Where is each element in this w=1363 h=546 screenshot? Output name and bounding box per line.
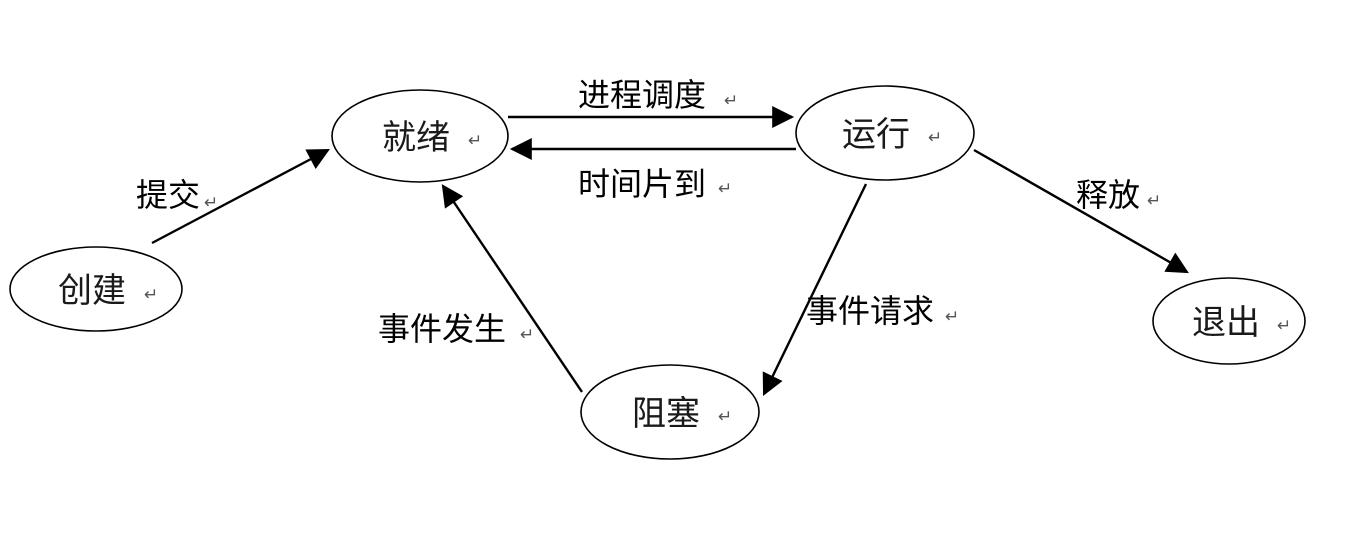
state-create-label: 创建 xyxy=(58,271,126,311)
paragraph-mark: ↵ xyxy=(718,407,732,427)
paragraph-mark: ↵ xyxy=(1147,191,1161,211)
paragraph-mark: ↵ xyxy=(1277,316,1291,336)
paragraph-mark: ↵ xyxy=(928,128,942,148)
state-ready: 就绪 ↵ xyxy=(331,89,509,183)
paragraph-mark: ↵ xyxy=(724,91,738,111)
edge-submit xyxy=(151,148,330,245)
label-dispatch: 进程调度 xyxy=(578,76,706,114)
paragraph-mark: ↵ xyxy=(718,179,732,199)
edge-event-request xyxy=(762,183,868,396)
paragraph-mark: ↵ xyxy=(520,325,534,345)
state-blocked-label: 阻塞 xyxy=(632,394,700,434)
label-event-request: 事件请求 xyxy=(806,292,934,330)
edge-event-occur xyxy=(441,184,583,393)
state-ready-label: 就绪 xyxy=(382,118,450,158)
state-running: 运行 ↵ xyxy=(795,85,975,181)
label-timeout: 时间片到 xyxy=(578,165,706,203)
paragraph-mark: ↵ xyxy=(144,285,158,305)
state-running-label: 运行 xyxy=(842,115,910,155)
state-create: 创建 ↵ xyxy=(9,246,183,332)
state-blocked: 阻塞 ↵ xyxy=(580,364,760,460)
label-submit: 提交 xyxy=(136,176,200,214)
label-event-occur: 事件发生 xyxy=(378,310,506,348)
paragraph-mark: ↵ xyxy=(468,131,482,151)
state-exit-label: 退出 xyxy=(1192,303,1260,343)
paragraph-mark: ↵ xyxy=(204,193,218,213)
paragraph-mark: ↵ xyxy=(945,307,959,327)
state-exit: 退出 ↵ xyxy=(1152,277,1306,365)
edge-release xyxy=(973,148,1189,274)
label-release: 释放 xyxy=(1076,176,1140,214)
